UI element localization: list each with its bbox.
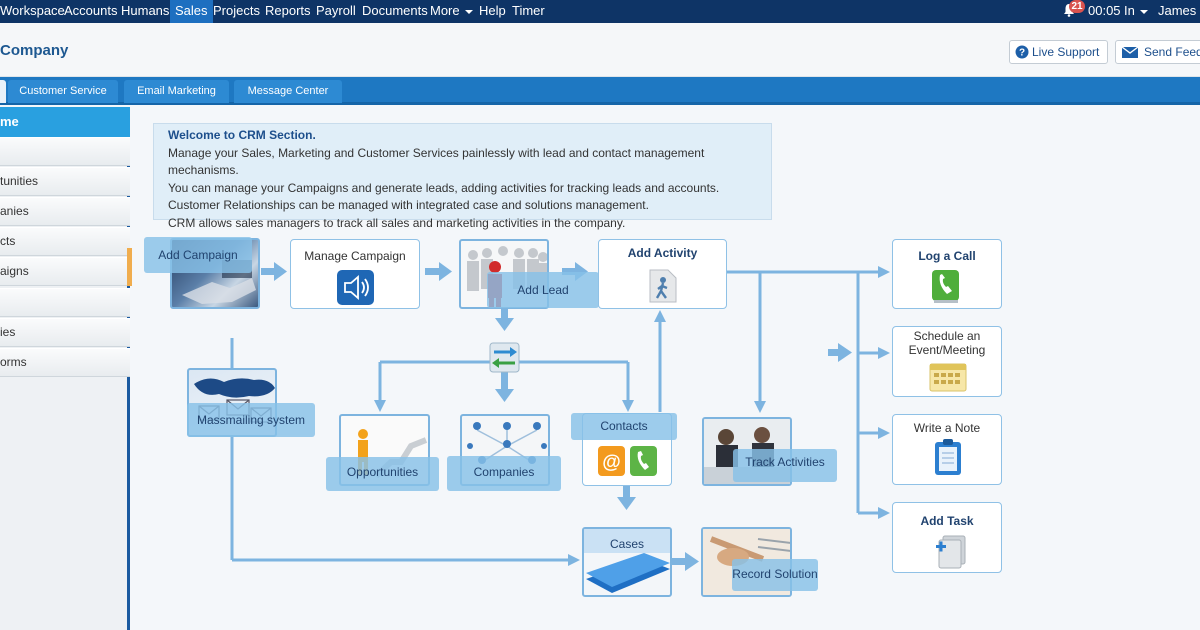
massmailing-label[interactable]: Massmailing system [187,403,315,437]
sidebar-item-forms[interactable]: orms [0,348,130,377]
record-solution-label[interactable]: Record Solution [732,559,818,591]
clock-time: 00:05 [1088,3,1121,18]
add-lead-label[interactable]: Add Lead [487,272,599,308]
nav-projects[interactable]: Projects [213,3,260,18]
tab-email-marketing[interactable]: Email Marketing [124,80,229,103]
page-header: Company ? Live Support Send Feedb [0,23,1200,77]
sidebar-item-activities[interactable]: ies [0,318,130,347]
send-feedback-label: Send Feedb [1144,45,1200,59]
running-person-icon [649,269,677,303]
sidebar-collapse-handle[interactable] [127,248,132,286]
section-tabs: Customer Service Email Marketing Message… [0,77,1200,105]
calendar-icon [929,363,967,392]
nav-sales[interactable]: Sales [170,0,213,23]
tab-message-center[interactable]: Message Center [234,80,342,103]
exchange-icon [489,342,520,373]
sidebar-item[interactable] [0,137,130,166]
manage-campaign-node[interactable]: Manage Campaign [290,239,420,309]
tab-customer-service[interactable]: Customer Service [8,80,118,103]
envelope-icon [1121,46,1139,58]
status-label: In [1124,3,1135,18]
log-call-node[interactable]: Log a Call [892,239,1002,309]
schedule-label-line2: Event/Meeting [908,343,986,357]
add-campaign-label[interactable]: Add Campaign [144,237,252,273]
nav-payroll[interactable]: Payroll [316,3,356,18]
manage-campaign-label: Manage Campaign [304,249,406,263]
schedule-event-node[interactable]: Schedule an Event/Meeting [892,326,1002,397]
notification-badge: 21 [1069,0,1085,13]
add-activity-node[interactable]: Add Activity [598,239,727,309]
sidebar-item-home[interactable]: me [0,107,130,137]
nav-more[interactable]: More [430,0,473,23]
add-task-node[interactable]: Add Task [892,502,1002,573]
phone-icon [932,270,959,303]
sidebar-item-contacts[interactable]: cts [0,227,130,256]
schedule-label-line1: Schedule an [913,329,981,343]
speaker-icon [337,270,374,305]
opportunities-label[interactable]: Opportunities [326,457,439,491]
sidebar-item-companies[interactable]: anies [0,197,130,226]
email-phone-icon: @ [598,446,657,476]
nav-help[interactable]: Help [479,3,506,18]
svg-text:@: @ [602,452,621,473]
live-support-button[interactable]: ? Live Support [1009,40,1109,64]
companies-label[interactable]: Companies [447,456,561,491]
write-note-label: Write a Note [913,421,981,435]
add-task-label: Add Task [920,514,974,528]
cases-node[interactable] [582,527,672,597]
folder-icon [584,529,670,593]
svg-text:?: ? [1019,48,1025,59]
welcome-line: Customer Relationships can be managed wi… [168,198,649,212]
sidebar-item[interactable] [0,288,130,317]
nav-timer[interactable]: Timer [512,3,545,18]
welcome-line: CRM allows sales managers to track all s… [168,215,626,230]
contacts-label[interactable]: Contacts [571,413,677,440]
nav-reports[interactable]: Reports [265,3,311,18]
tab-active[interactable] [0,80,6,103]
top-navigation: Workspace Accounts Humans Sales Projects… [0,0,1200,23]
welcome-title: Welcome to CRM Section. [168,128,316,142]
status-dropdown[interactable]: In [1124,0,1148,23]
add-activity-label: Add Activity [627,246,698,260]
user-menu[interactable]: James M [1158,3,1200,18]
write-note-node[interactable]: Write a Note [892,414,1002,485]
sidebar-item-opportunities[interactable]: tunities [0,167,130,196]
nav-more-label: More [430,3,460,18]
nav-workspace[interactable]: Workspace [0,3,65,18]
send-feedback-button[interactable]: Send Feedb [1115,40,1200,64]
nav-humans[interactable]: Humans [121,3,170,18]
add-task-icon [936,535,966,569]
track-activities-label[interactable]: Track Activities [733,449,837,482]
welcome-panel: Welcome to CRM Section. Manage your Sale… [153,123,772,230]
clipboard-icon [935,439,961,475]
help-circle-icon: ? [1015,45,1029,59]
cases-label[interactable]: Cases [609,537,644,551]
chevron-down-icon [1139,9,1148,14]
chevron-down-icon [464,9,473,14]
welcome-line: You can manage your Campaigns and genera… [168,180,720,195]
company-title: Company [0,42,69,59]
log-call-label: Log a Call [918,249,976,263]
welcome-line: Manage your Sales, Marketing and Custome… [168,145,705,178]
sidebar: me tunities anies cts aigns ies orms [0,107,130,630]
sidebar-item-campaigns[interactable]: aigns [0,257,130,286]
live-support-label: Live Support [1032,45,1100,59]
nav-accounts[interactable]: Accounts [64,3,118,18]
nav-documents[interactable]: Documents [362,3,428,18]
